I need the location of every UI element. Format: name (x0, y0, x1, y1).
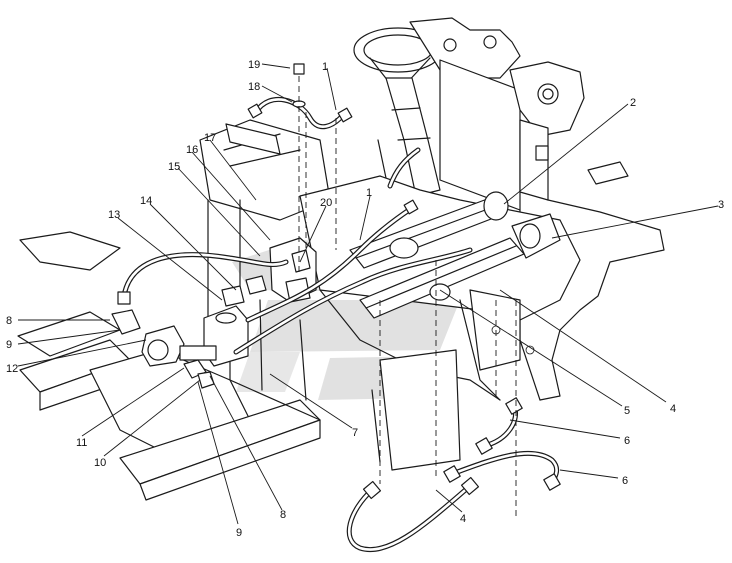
callout-10: 10 (94, 457, 106, 469)
frame-tower (409, 17, 665, 401)
fittings (117, 63, 561, 500)
callout-9-bottom: 9 (236, 527, 242, 539)
callout-20: 20 (320, 197, 332, 209)
callout-16: 16 (186, 144, 198, 156)
callout-12: 12 (6, 363, 18, 375)
chassis-frame (17, 119, 581, 501)
leader-lines (17, 63, 719, 525)
callout-6-lower: 6 (622, 475, 628, 487)
callout-19: 19 (248, 59, 260, 71)
callout-1-mid: 1 (366, 187, 372, 199)
callout-15: 15 (168, 161, 180, 173)
callout-5: 5 (624, 405, 630, 417)
callout-4-right: 4 (670, 403, 676, 415)
callout-3: 3 (718, 199, 724, 211)
callout-8-left: 8 (6, 315, 12, 327)
callout-1-top: 1 (322, 61, 328, 73)
callout-11: 11 (76, 437, 87, 449)
callout-18: 18 (248, 81, 260, 93)
assembly-lines (298, 76, 517, 520)
callout-2: 2 (630, 97, 636, 109)
callout-13: 13 (108, 209, 120, 221)
callout-7: 7 (352, 427, 358, 439)
callout-9-left: 9 (6, 339, 12, 351)
hydraulic-hoses (121, 97, 560, 553)
callout-14: 14 (140, 195, 152, 207)
callout-8-bottom: 8 (280, 509, 286, 521)
callout-4-bottom: 4 (460, 513, 466, 525)
callout-labels: 19 18 1 17 16 15 14 13 20 1 2 3 8 9 12 1… (6, 59, 724, 539)
callout-6-upper: 6 (624, 435, 630, 447)
steering-cylinders (349, 191, 561, 319)
callout-17: 17 (204, 132, 216, 144)
valve-block (111, 237, 317, 389)
